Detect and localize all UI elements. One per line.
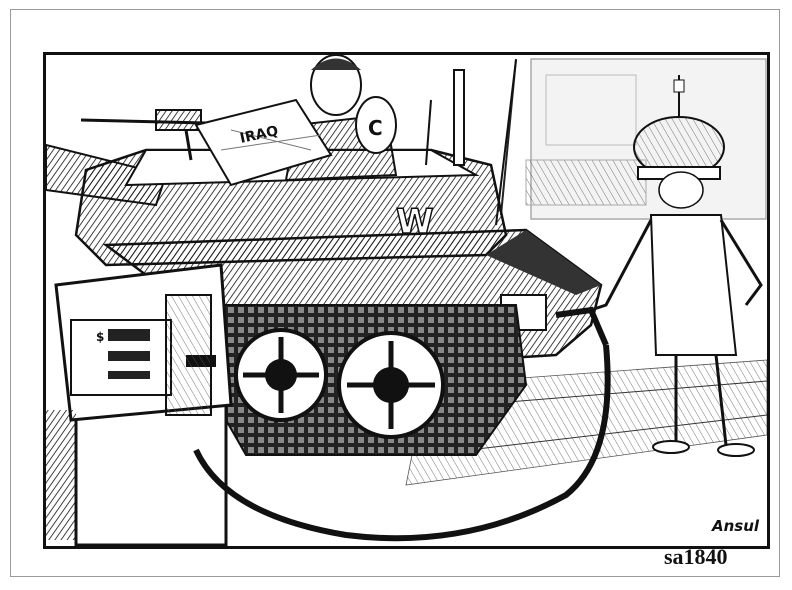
outer-frame: W C IRAQ $ — [10, 9, 780, 577]
attendant-figure — [590, 75, 763, 457]
image-id-label: sa1840 — [664, 544, 728, 569]
map-label: IRAQ — [239, 123, 280, 147]
cartoon-panel: W C IRAQ $ — [43, 52, 770, 549]
gas-pump: $ — [46, 263, 611, 546]
tank-letter: W — [396, 202, 434, 242]
background-storefront — [500, 58, 767, 220]
tank-driver: C IRAQ — [194, 55, 398, 187]
cartoon-illustration: W C IRAQ $ — [46, 55, 767, 546]
helmet-letter: C — [368, 116, 383, 140]
pump-dollar-symbol: $ — [96, 330, 104, 344]
tank: W — [46, 59, 603, 456]
artist-signature: Ansul — [712, 517, 760, 535]
